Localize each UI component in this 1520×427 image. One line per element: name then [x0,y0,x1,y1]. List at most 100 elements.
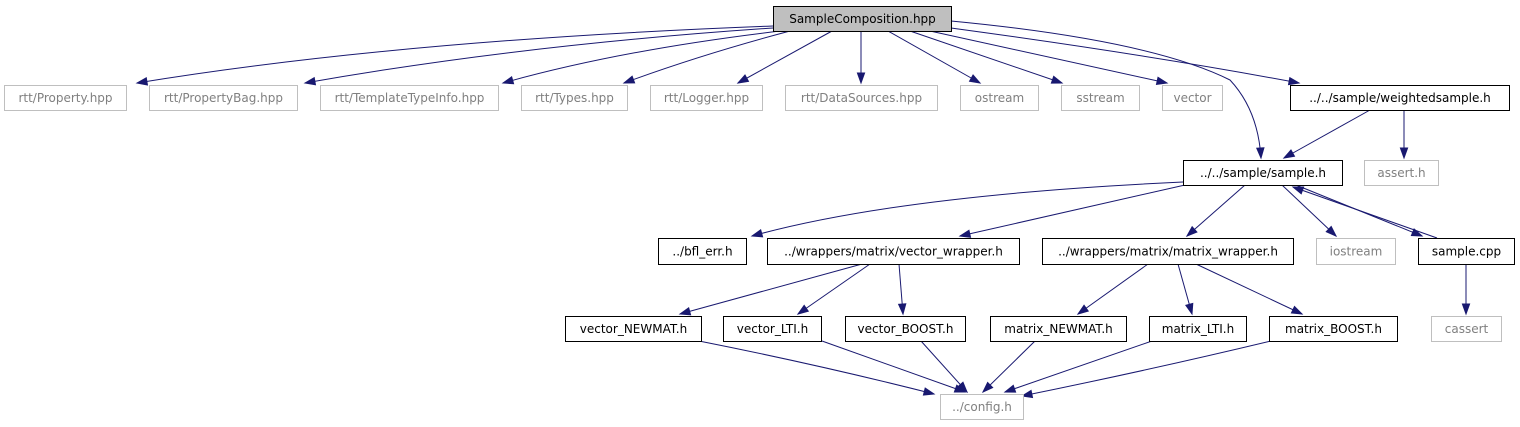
node-label: ../bfl_err.h [672,245,732,259]
edge-line [136,25,774,84]
node-box [320,85,499,111]
edge-line [698,340,935,395]
node-matrix-boost[interactable]: matrix_BOOST.h [1269,316,1398,342]
edge-arrowhead [736,74,750,84]
node-box [845,316,966,342]
node-box [650,85,763,111]
node-matrix-lti[interactable]: matrix_LTI.h [1149,316,1247,342]
edge-sample-h-to-vector-wrapper [958,184,1186,238]
edge-arrowhead [1020,389,1034,399]
edge-line [1021,340,1272,397]
edge-arrowhead [856,72,866,85]
edge-arrowhead [1185,302,1194,316]
node-label: iostream [1330,245,1383,259]
edge-arrowhead [1256,147,1265,160]
edge-sample-cpp-to-cassert [1461,264,1471,316]
edge-arrowhead [1076,304,1090,315]
edge-line [1292,186,1438,239]
edge-line [623,30,791,84]
node-iostream: iostream [1316,238,1396,265]
node-matrix-newmat[interactable]: matrix_NEWMAT.h [990,316,1127,342]
node-weightedsample[interactable]: ../../sample/weightedsample.h [1290,85,1510,111]
node-box [1162,85,1223,111]
edge-line [909,30,1063,84]
node-vector-wrapper[interactable]: ../wrappers/matrix/vector_wrapper.h [767,238,1020,265]
edge-line [1077,263,1149,315]
edge-line [1195,263,1303,315]
node-box [1042,238,1294,265]
node-label: vector_NEWMAT.h [580,322,687,336]
node-box [960,85,1039,111]
node-label: ../../sample/weightedsample.h [1309,91,1491,105]
node-box [767,238,1020,265]
node-bfl-err[interactable]: ../bfl_err.h [658,238,747,265]
node-label: matrix_BOOST.h [1285,322,1382,336]
node-vector-boost[interactable]: vector_BOOST.h [845,316,966,342]
edge-arrowhead [1291,186,1305,195]
node-vector-newmat[interactable]: vector_NEWMAT.h [565,316,702,342]
edge-root-to-sample-h [950,20,1265,160]
node-sample-h[interactable]: ../../sample/sample.h [1183,160,1343,186]
node-box [565,316,702,342]
edge-arrowhead [750,229,764,238]
edge-arrowhead [622,75,636,84]
node-label: ostream [975,91,1024,105]
node-box [785,85,938,111]
node-sample-cpp[interactable]: sample.cpp [1418,238,1515,265]
node-cassert: cassert [1431,316,1502,342]
node-label: rtt/TemplateTypeInfo.hpp [335,91,485,105]
node-label: rtt/Logger.hpp [664,91,749,105]
node-config-h: ../config.h [940,394,1024,420]
node-box [723,316,822,342]
edge-line [950,20,1262,159]
edge-line [502,30,781,84]
edge-line [821,340,966,393]
node-box [658,238,747,265]
node-matrix-wrapper[interactable]: ../wrappers/matrix/matrix_wrapper.h [1042,238,1294,265]
node-root: SampleComposition.hpp [773,6,952,32]
edge-line [887,30,981,84]
node-ostream: ostream [960,85,1039,111]
edge-root-to-sstream [909,30,1064,84]
node-label: rtt/Property.hpp [18,91,112,105]
node-box [1431,316,1502,342]
node-assert-h: assert.h [1364,160,1439,186]
node-label: SampleComposition.hpp [789,12,936,26]
edge-root-to-rtt-propertybag [303,27,774,86]
node-box [1061,85,1140,111]
edge-weightedsample-to-sample-h [1282,109,1371,159]
node-label: rtt/Types.hpp [535,91,614,105]
edge-vector-newmat-to-config-h [698,340,936,396]
edge-line [929,30,1168,84]
edge-arrowhead [956,381,968,394]
node-box [521,85,628,111]
edge-arrowhead [1290,305,1304,315]
node-label: vector [1173,91,1211,105]
node-box [1149,316,1247,342]
edge-vector-boost-to-config-h [920,340,968,394]
node-label: ../../sample/sample.h [1200,166,1326,180]
edge-arrowhead [981,381,994,394]
node-box [1418,238,1515,265]
edge-arrowhead [1003,384,1017,393]
node-sstream: sstream [1061,85,1140,111]
node-label: sstream [1076,91,1124,105]
edge-matrix-boost-to-config-h [1020,340,1272,399]
node-box [1316,238,1396,265]
edge-line [982,340,1036,393]
node-box [1364,160,1439,186]
edge-root-to-weightedsample [950,27,1301,86]
node-label: vector_LTI.h [737,322,808,336]
edge-root-to-vector [929,30,1169,85]
node-vector-lti[interactable]: vector_LTI.h [723,316,822,342]
edge-root-to-rtt-logger [736,30,833,84]
edge-vector-wrapper-to-vector-boost [897,263,907,316]
edge-sample-h-to-matrix-wrapper [1185,184,1246,237]
edge-vector-wrapper-to-vector-lti [796,263,871,315]
edge-line [959,184,1186,237]
edge-arrowhead [1287,76,1301,86]
edge-root-to-rtt-templatetypeinfo [501,30,781,85]
edge-sample-h-to-bfl-err [750,181,1184,238]
edge-line [1004,340,1153,393]
edge-line [920,340,968,393]
